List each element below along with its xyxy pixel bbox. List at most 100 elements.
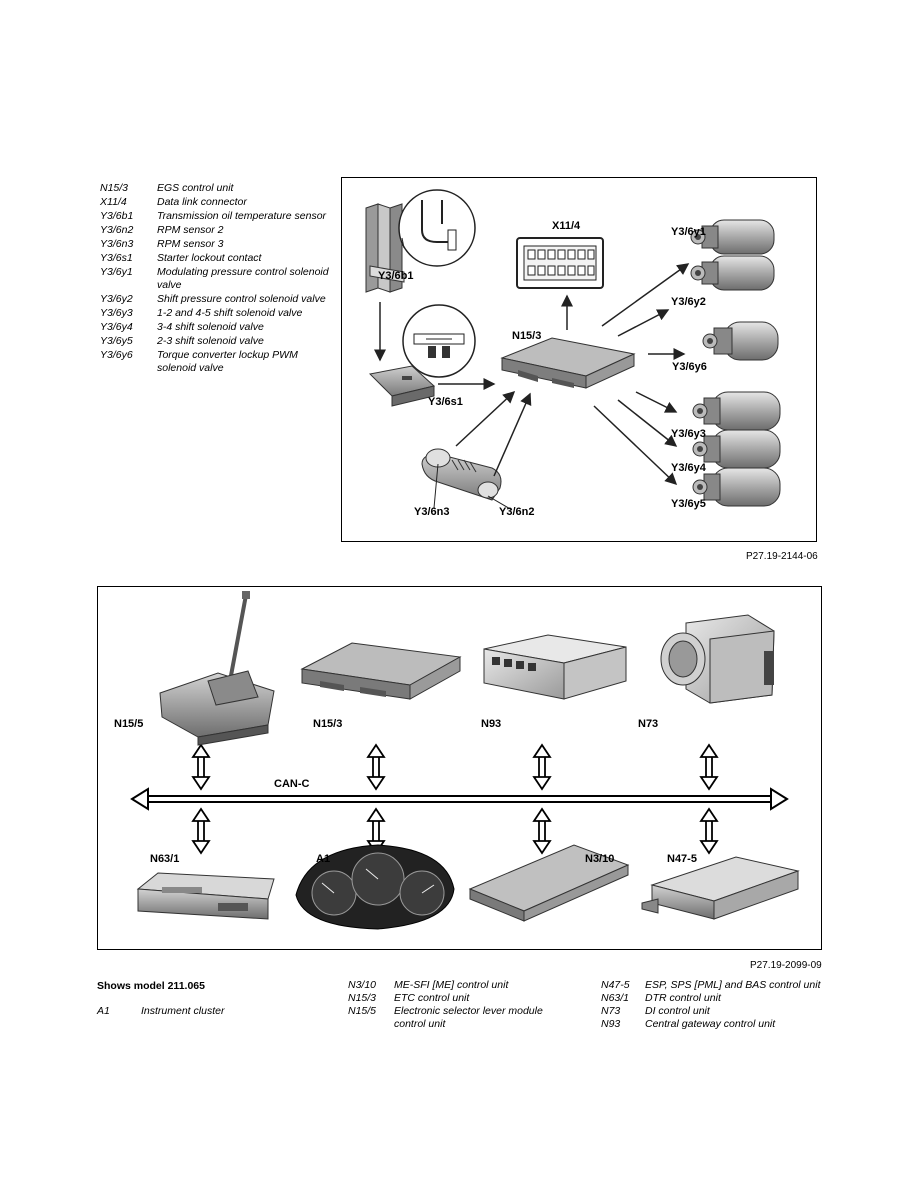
legend-desc: Electronic selector lever module control… (394, 1005, 543, 1030)
label-n93: N93 (481, 718, 502, 730)
me-control-unit-graphic (468, 844, 630, 922)
legend-desc: Starter lockout contact (157, 252, 262, 264)
central-gateway-graphic (483, 634, 627, 700)
can-bus-diagram-graphic (130, 591, 800, 930)
data-link-connector-graphic (516, 237, 604, 289)
temperature-sensor-graphic (365, 189, 476, 293)
transmission-diagram: X11/4 Y3/6y1 Y3/6y2 Y3/6y6 Y3/6y3 Y3/6y4… (341, 177, 817, 542)
label-y3-6y5: Y3/6y5 (671, 498, 706, 510)
legend-code: Y3/6y2 (100, 293, 133, 305)
label-y3-6n2: Y3/6n2 (499, 506, 535, 518)
legend-item: Y3/6y6 Torque converter lockup PWM soleno… (100, 349, 330, 375)
legend-desc: Central gateway control unit (645, 1018, 776, 1030)
legend-code: Y3/6y6 (100, 349, 133, 361)
legend-desc: Instrument cluster (141, 1005, 225, 1017)
legend-code: N15/3 (348, 992, 377, 1004)
legend-desc: EGS control unit (157, 182, 234, 194)
legend-code: Y3/6y4 (100, 321, 133, 333)
legend-desc: Shift pressure control solenoid valve (157, 293, 326, 305)
label-y3-6b1: Y3/6b1 (378, 270, 414, 282)
rpm-sensors-graphic (421, 448, 513, 511)
legend-desc: Modulating pressure control solenoid val… (157, 266, 329, 291)
solenoid-y4-graphic (692, 429, 781, 469)
label-n73: N73 (638, 718, 659, 730)
arrow (635, 391, 678, 413)
label-y3-6s1: Y3/6s1 (428, 396, 463, 408)
legend-item: Y3/6y3 1-2 and 4-5 shift solenoid valve (100, 307, 330, 320)
legend-desc: ME-SFI [ME] control unit (394, 979, 509, 991)
legend-item: N93 Central gateway control unit (601, 1018, 823, 1031)
legend-code: N47-5 (601, 979, 630, 991)
label-n63-1: N63/1 (150, 853, 180, 865)
legend-code: N15/3 (100, 182, 129, 194)
label-a1: A1 (316, 853, 331, 865)
di-control-unit-graphic (660, 614, 775, 704)
label-n47-5: N47-5 (667, 853, 697, 865)
label-y3-6y1: Y3/6y1 (671, 226, 706, 238)
legend-item: N15/5 Electronic selector lever module co… (348, 1005, 568, 1031)
legend-code: Y3/6s1 (100, 252, 133, 264)
label-n15-3-etc: N15/3 (313, 718, 343, 730)
legend-desc: RPM sensor 3 (157, 238, 224, 250)
legend-item: N63/1 DTR control unit (601, 992, 823, 1005)
legend-code: N3/10 (348, 979, 377, 991)
legend-code: N93 (601, 1018, 621, 1030)
transmission-diagram-graphic (365, 189, 781, 511)
label-can-c: CAN-C (274, 778, 310, 790)
legend-code: Y3/6b1 (100, 210, 134, 222)
legend-desc: 3-4 shift solenoid valve (157, 321, 264, 333)
legend-code: Y3/6y3 (100, 307, 133, 319)
arrow (493, 392, 532, 477)
esp-control-unit-graphic (641, 856, 800, 920)
arrow (455, 390, 516, 447)
legend-item: X11/4 Data link connector (100, 196, 330, 209)
bus-connectors-top (191, 743, 719, 791)
legend-code: N15/5 (348, 1005, 377, 1017)
starter-lockout-contact-graphic (368, 304, 476, 407)
legend-code: Y3/6n2 (100, 224, 134, 236)
legend-item: N15/3 ETC control unit (348, 992, 568, 1005)
figure1-legend: N15/3 EGS control unit X11/4 Data link con… (100, 182, 330, 376)
label-y3-6n3: Y3/6n3 (414, 506, 450, 518)
egs-control-unit-graphic (500, 337, 636, 389)
legend-desc: DTR control unit (645, 992, 721, 1004)
solenoid-y3-graphic (692, 391, 781, 431)
arrow (617, 399, 678, 447)
legend-item: Y3/6s1 Starter lockout contact (100, 252, 330, 265)
legend-desc: Torque converter lockup PWM solenoid val… (157, 349, 298, 374)
legend-item: Y3/6y5 2-3 shift solenoid valve (100, 335, 330, 348)
label-n3-10: N3/10 (585, 853, 615, 865)
legend-item: N15/3 EGS control unit (100, 182, 330, 195)
model-heading: Shows model 211.065 (97, 980, 205, 992)
legend-desc: ETC control unit (394, 992, 470, 1004)
bus-connectors-bottom (191, 807, 719, 855)
legend-code: N63/1 (601, 992, 630, 1004)
figure2-id: P27.19-2099-09 (750, 960, 822, 971)
label-x11-4: X11/4 (552, 220, 581, 232)
etc-control-unit-graphic (300, 642, 462, 700)
legend-code: X11/4 (100, 196, 127, 208)
label-n15-3: N15/3 (512, 330, 542, 342)
legend-code: Y3/6y5 (100, 335, 133, 347)
legend-desc: Transmission oil temperature sensor (157, 210, 327, 222)
legend-code: N73 (601, 1005, 621, 1017)
label-y3-6y3: Y3/6y3 (671, 428, 706, 440)
legend-desc: Data link connector (157, 196, 247, 208)
dtr-control-unit-graphic (136, 872, 275, 920)
legend-item: N47-5 ESP, SPS [PML] and BAS control unit (601, 979, 823, 992)
legend-item: Y3/6n2 RPM sensor 2 (100, 224, 330, 237)
legend-item: N3/10 ME-SFI [ME] control unit (348, 979, 568, 992)
arrow (601, 263, 690, 327)
legend-item: Y3/6y2 Shift pressure control solenoid va… (100, 293, 330, 306)
legend-desc: 1-2 and 4-5 shift solenoid valve (157, 307, 303, 319)
legend-desc: RPM sensor 2 (157, 224, 224, 236)
solenoid-y6-graphic (702, 321, 779, 361)
legend-desc: ESP, SPS [PML] and BAS control unit (645, 979, 821, 991)
legend-item: Y3/6y4 3-4 shift solenoid valve (100, 321, 330, 334)
legend-desc: 2-3 shift solenoid valve (157, 335, 264, 347)
label-y3-6y4: Y3/6y4 (671, 462, 706, 474)
